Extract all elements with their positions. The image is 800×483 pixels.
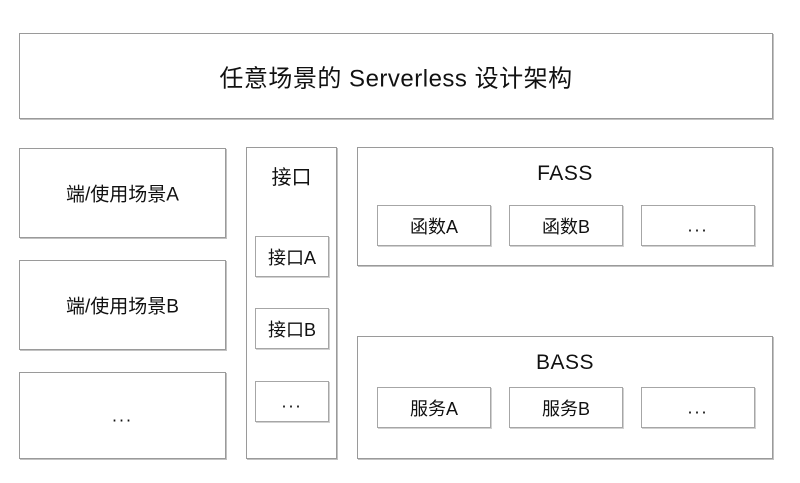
interface-b-box: 接口B <box>255 308 329 349</box>
bass-panel-box: BASS 服务A 服务B ... <box>357 336 773 459</box>
client-scenario-more-box: ... <box>19 372 226 459</box>
client-scenario-a-box: 端/使用场景A <box>19 148 226 238</box>
bass-service-b-label: 服务B <box>541 398 590 419</box>
fass-function-b-label: 函数B <box>541 216 590 237</box>
interface-more-box: ... <box>255 381 329 422</box>
interface-more-label: ... <box>281 391 303 411</box>
fass-function-b-box: 函数B <box>509 205 623 246</box>
diagram-title: 任意场景的 Serverless 设计架构 <box>219 65 573 93</box>
client-scenario-a-label: 端/使用场景A <box>66 184 179 206</box>
client-scenario-more-label: ... <box>111 405 133 425</box>
fass-function-a-label: 函数A <box>409 216 458 237</box>
bass-heading: BASS <box>535 351 595 374</box>
bass-service-b-box: 服务B <box>509 387 623 428</box>
client-scenario-b-box: 端/使用场景B <box>19 260 226 350</box>
bass-service-more-label: ... <box>687 397 709 417</box>
bass-service-a-box: 服务A <box>377 387 491 428</box>
interface-column-box: 接口 接口A 接口B ... <box>246 147 337 459</box>
interface-b-label: 接口B <box>267 319 316 340</box>
fass-function-more-box: ... <box>641 205 755 246</box>
bass-service-more-box: ... <box>641 387 755 428</box>
fass-function-a-box: 函数A <box>377 205 491 246</box>
client-scenario-b-label: 端/使用场景B <box>66 296 179 318</box>
interface-a-box: 接口A <box>255 236 329 277</box>
interface-a-label: 接口A <box>267 247 316 268</box>
diagram-title-box: 任意场景的 Serverless 设计架构 <box>19 33 773 119</box>
fass-function-more-label: ... <box>687 215 709 235</box>
fass-panel-box: FASS 函数A 函数B ... <box>357 147 773 266</box>
bass-service-a-label: 服务A <box>409 398 458 419</box>
interface-heading: 接口 <box>271 167 312 189</box>
fass-heading: FASS <box>537 162 593 185</box>
